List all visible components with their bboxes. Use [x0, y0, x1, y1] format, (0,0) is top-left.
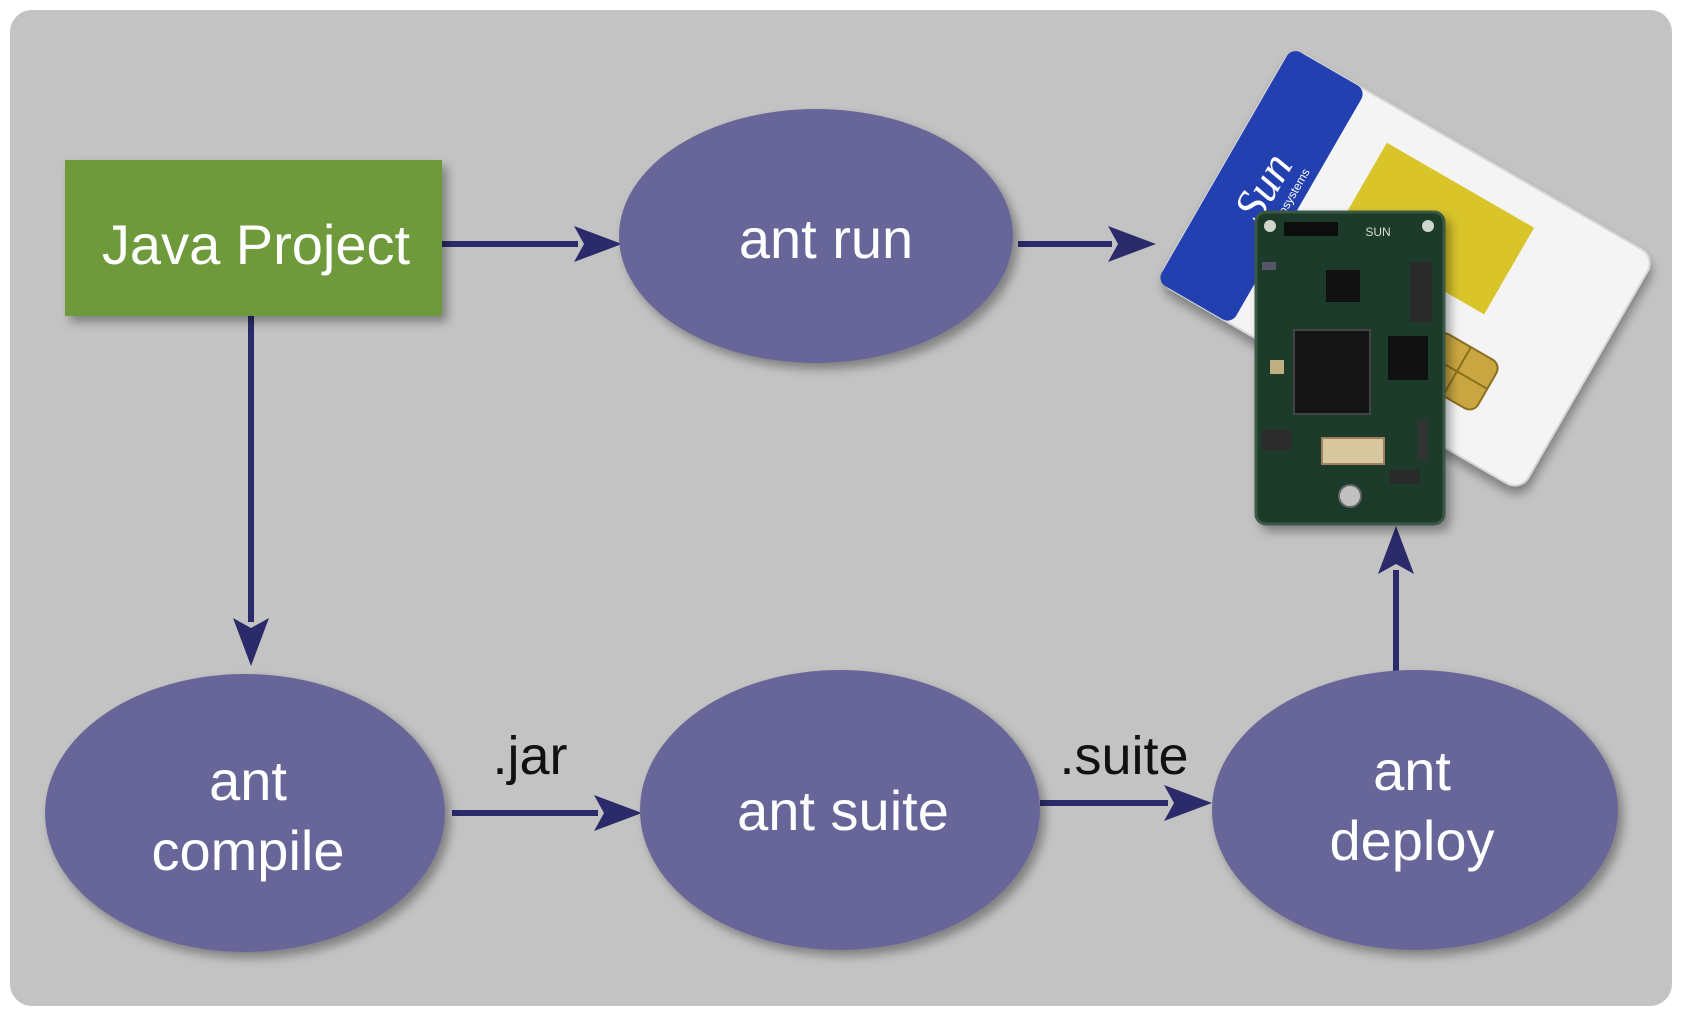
arrow-project-to-compile [233, 316, 269, 666]
arrow-project-to-run [442, 226, 622, 262]
arrow-suite-to-deploy [1040, 785, 1212, 821]
ant-compile-node: ant compile [45, 674, 445, 952]
ant-run-node: ant run [619, 109, 1013, 363]
board-label: SUN [1365, 225, 1390, 239]
jar-edge-label: .jar [492, 726, 567, 786]
edges [233, 226, 1414, 831]
java-project-node: Java Project [65, 160, 442, 316]
ant-deploy-node: ant deploy [1212, 670, 1618, 950]
arrow-run-to-device [1018, 226, 1156, 262]
ant-compile-label-line2: compile [152, 819, 345, 882]
ant-deploy-label-line2: deploy [1329, 809, 1494, 872]
java-project-label: Java Project [102, 213, 411, 276]
arrow-compile-to-suite [452, 795, 642, 831]
ant-run-label: ant run [739, 207, 913, 270]
ant-compile-label-line1: ant [209, 749, 287, 812]
arrow-deploy-to-device [1378, 526, 1414, 672]
ant-suite-label: ant suite [737, 779, 949, 842]
ant-suite-node: ant suite [640, 670, 1040, 950]
suite-edge-label: .suite [1059, 726, 1188, 786]
sun-spot-device-icon: SUN [1254, 210, 1446, 526]
ant-deploy-label-line1: ant [1373, 739, 1451, 802]
